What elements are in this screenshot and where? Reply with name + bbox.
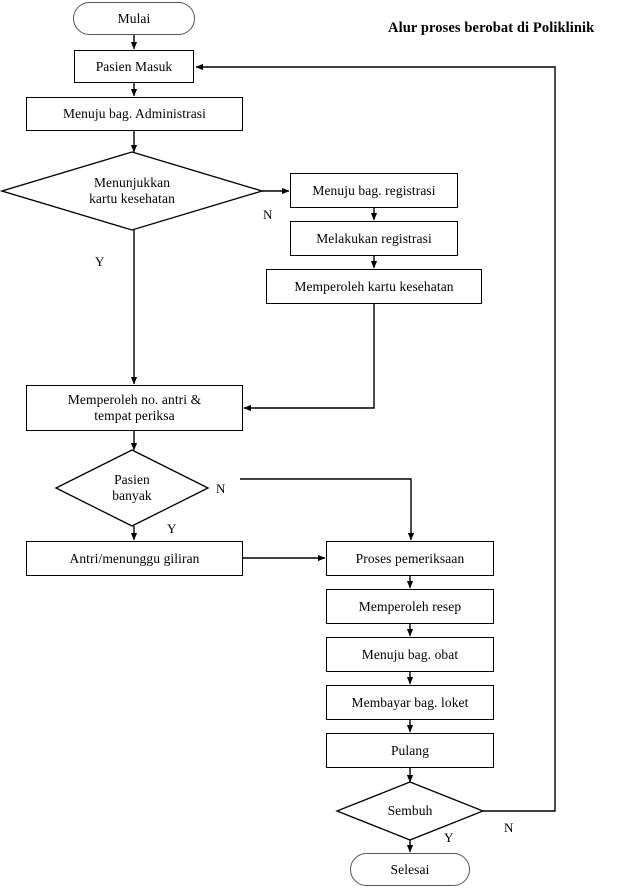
edge-label-pasien-banyak-yes: Y: [167, 521, 177, 536]
node-membayar-bag-loket[interactable]: Membayar bag. loket: [326, 685, 494, 720]
decision-shape-menunjukkan-kartu-kesehatan: [0, 151, 265, 231]
node-pasien-banyak[interactable]: Pasien banyak: [86, 462, 178, 514]
edge-label-kartu-cek-no: N: [263, 207, 273, 222]
node-label: Sembuh: [387, 803, 433, 819]
node-label: Melakukan registrasi: [316, 230, 432, 246]
node-label: Pulang: [390, 742, 430, 758]
edge-sembuh-no-feedback-to-pasien-masuk: [195, 63, 556, 812]
node-label: Selesai: [390, 861, 430, 877]
edge-label-pasien-banyak-no: N: [216, 481, 226, 496]
node-label: Proses pemeriksaan: [355, 550, 465, 566]
edge-kartu-peroleh-to-antri-no: [243, 304, 375, 412]
node-label: Menuju bag. obat: [361, 646, 459, 662]
node-pasien-masuk[interactable]: Pasien Masuk: [74, 50, 194, 83]
node-antri-menunggu-giliran[interactable]: Antri/menunggu giliran: [26, 541, 243, 576]
node-memperoleh-resep[interactable]: Memperoleh resep: [326, 589, 494, 624]
node-label: Mulai: [117, 10, 151, 26]
node-label: Memperoleh kartu kesehatan: [294, 278, 454, 294]
node-label: Menuju bag. registrasi: [312, 182, 436, 198]
edge-pasien-banyak-no-to-pemeriksaan: [240, 478, 415, 541]
node-label: Memperoleh resep: [358, 598, 462, 614]
node-label: Menunjukkan kartu kesehatan: [89, 175, 175, 206]
node-menunjukkan-kartu-kesehatan[interactable]: Menunjukkan kartu kesehatan: [34, 164, 230, 218]
decision-shape-sembuh: [335, 781, 485, 841]
node-memperoleh-kartu-kesehatan[interactable]: Memperoleh kartu kesehatan: [266, 269, 482, 304]
node-memperoleh-no-antri[interactable]: Memperoleh no. antri & tempat periksa: [26, 385, 243, 431]
page-title: Alur proses berobat di Poliklinik: [388, 20, 595, 36]
node-menuju-bag-obat[interactable]: Menuju bag. obat: [326, 637, 494, 672]
edge-label-kartu-cek-yes: Y: [95, 254, 105, 269]
node-label: Menuju bag. Administrasi: [62, 106, 207, 122]
decision-shape-pasien-banyak: [54, 449, 210, 527]
node-label: Pasien Masuk: [95, 58, 173, 74]
node-selesai[interactable]: Selesai: [350, 853, 470, 886]
edge-label-sembuh-yes: Y: [444, 830, 454, 845]
node-label: Pasien banyak: [112, 472, 152, 503]
node-label: Antri/menunggu giliran: [69, 550, 200, 566]
node-label: Memperoleh no. antri & tempat periksa: [67, 392, 202, 423]
node-menuju-bag-administrasi[interactable]: Menuju bag. Administrasi: [26, 97, 243, 131]
node-mulai[interactable]: Mulai: [73, 2, 195, 35]
node-label: Membayar bag. loket: [351, 694, 469, 710]
edge-label-sembuh-no: N: [504, 820, 514, 835]
node-proses-pemeriksaan[interactable]: Proses pemeriksaan: [326, 541, 494, 576]
node-pulang[interactable]: Pulang: [326, 733, 494, 768]
node-sembuh[interactable]: Sembuh: [366, 797, 454, 825]
node-menuju-bag-registrasi[interactable]: Menuju bag. registrasi: [290, 173, 458, 208]
node-melakukan-registrasi[interactable]: Melakukan registrasi: [290, 221, 458, 256]
